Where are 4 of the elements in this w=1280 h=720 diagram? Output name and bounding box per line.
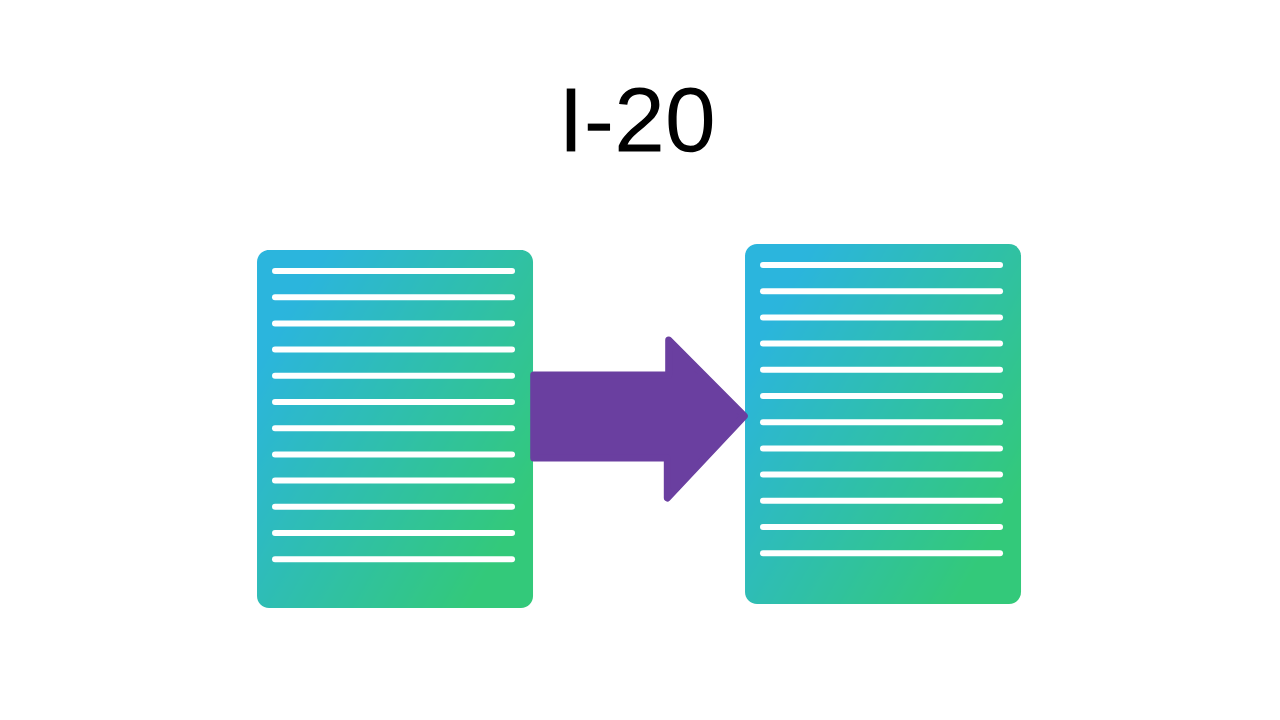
block-arrow [530,336,748,502]
document-icon [272,268,515,563]
document-icon [760,262,1003,557]
title: I-20 [566,87,713,153]
